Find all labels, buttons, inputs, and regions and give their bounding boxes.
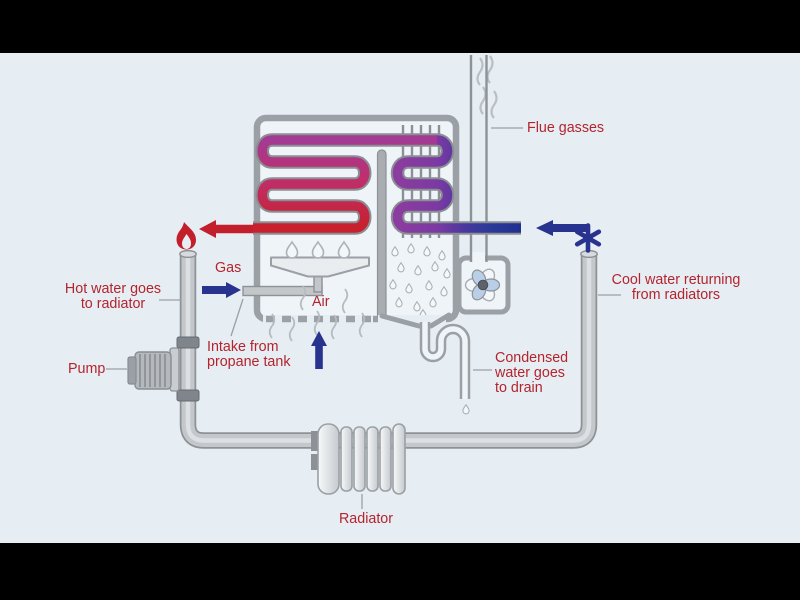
combustion-chamber-divider [376, 149, 387, 320]
radiator-label: Radiator [339, 511, 393, 527]
gas-arrow [202, 282, 241, 298]
pump-label: Pump [68, 361, 105, 377]
air-arrow [311, 331, 327, 369]
condensed-label-line1: Condensed [495, 350, 568, 366]
fan-icon [464, 268, 501, 302]
burner [270, 256, 370, 278]
secondary-heat-exchanger-coil [390, 133, 521, 235]
air-label: Air [312, 294, 330, 310]
cool-water-arrow [536, 220, 588, 236]
cool-water-label-line1: Cool water returning [612, 272, 741, 288]
condensed-label-line2: water goes [494, 365, 565, 381]
flame-icon [176, 222, 196, 250]
pointer-lines [106, 127, 621, 509]
gas-label: Gas [215, 260, 241, 276]
flue-gasses-label: Flue gasses [527, 120, 604, 136]
fan-housing-notch [472, 252, 485, 265]
gas-supply-pipe [242, 285, 323, 297]
intake-pointer [230, 298, 244, 337]
condensate-funnel [379, 312, 452, 329]
hot-water-label-line2: to radiator [81, 296, 146, 312]
condensed-label-line3: to drain [495, 380, 543, 396]
funnel-opening [378, 315, 446, 324]
intake-label-line1: Intake from [207, 339, 279, 355]
burner-flames-icon [285, 240, 351, 259]
primary-heat-exchanger-coil [253, 133, 437, 235]
pump [127, 336, 200, 402]
condensate-drain-pipe [419, 322, 471, 399]
radiator [311, 423, 406, 495]
intake-label-line2: propane tank [207, 354, 291, 370]
hot-water-arrow [199, 220, 253, 238]
hot-water-label-line1: Hot water goes [65, 281, 161, 297]
cool-water-label-line2: from radiators [632, 287, 720, 303]
